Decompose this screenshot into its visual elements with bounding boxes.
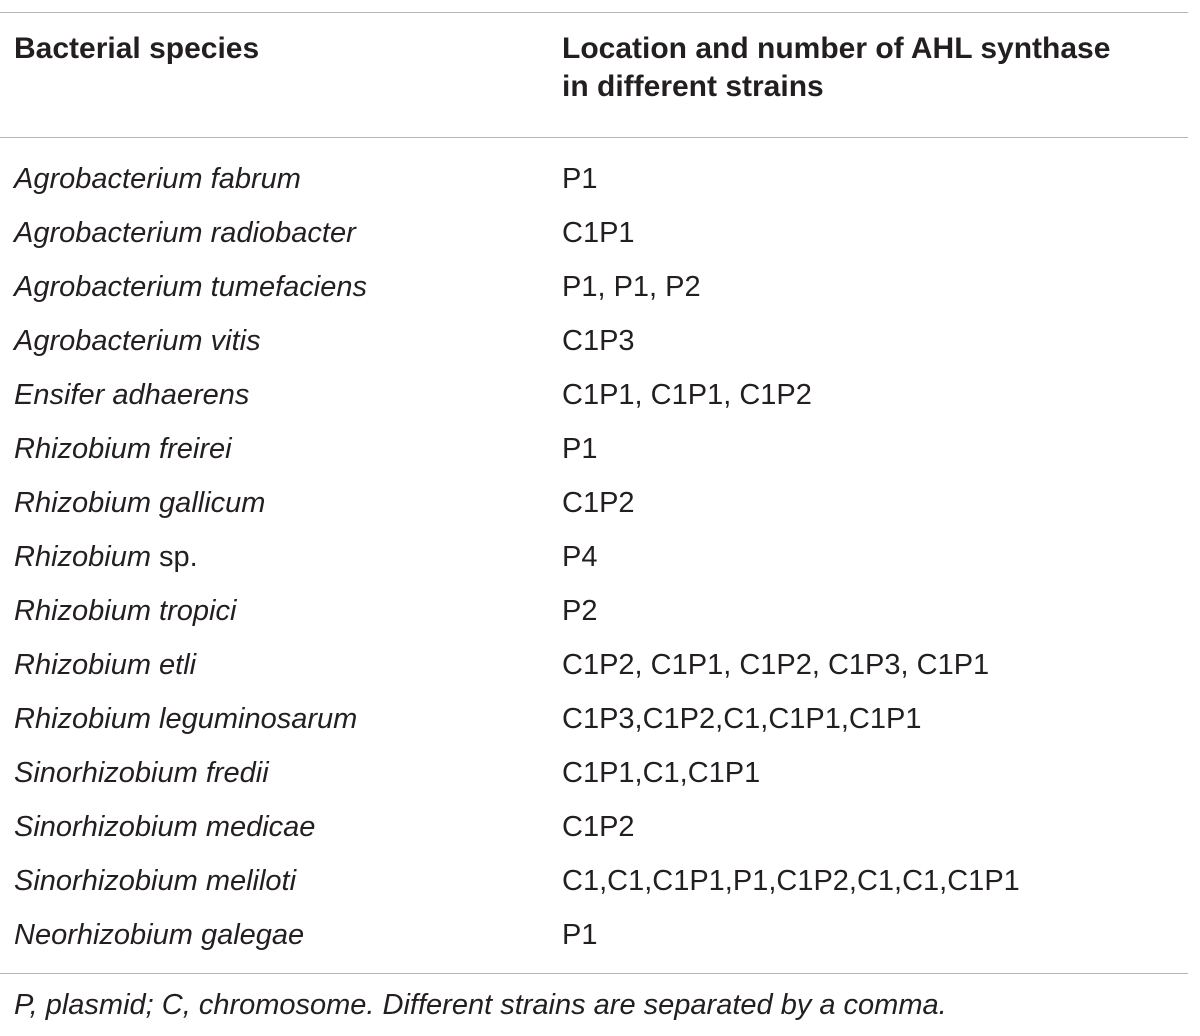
species-name: Agrobacterium tumefaciens [14,271,367,303]
species-cell: Agrobacterium vitis [14,314,261,368]
species-cell: Rhizobium tropici [14,584,236,638]
table-row: Rhizobium freirei P1 [14,422,1194,476]
species-cell: Neorhizobium galegae [14,908,304,962]
species-cell: Ensifer adhaerens [14,368,249,422]
species-name: Rhizobium gallicum [14,487,266,519]
table-row: Sinorhizobium medicae C1P2 [14,800,1194,854]
species-name: Rhizobium [14,541,151,573]
location-cell: P1 [562,433,598,465]
table-row: Rhizobium gallicum C1P2 [14,476,1194,530]
species-name: Agrobacterium vitis [14,325,261,357]
table-row: Rhizobium etli C1P2, C1P1, C1P2, C1P3, C… [14,638,1194,692]
table-row: Sinorhizobium meliloti C1,C1,C1P1,P1,C1P… [14,854,1194,908]
location-cell: P1 [562,163,598,195]
header-location: Location and number of AHL synthase in d… [562,30,1192,106]
location-cell: C1P3,C1P2,C1,C1P1,C1P1 [562,703,922,735]
location-cell: C1P2 [562,811,635,843]
location-cell: C1P1, C1P1, C1P2 [562,379,812,411]
species-cell: Agrobacterium tumefaciens [14,260,367,314]
table-row: Rhizobium sp. P4 [14,530,1194,584]
species-cell: Sinorhizobium fredii [14,746,269,800]
species-name: Rhizobium leguminosarum [14,703,358,735]
species-name: Sinorhizobium medicae [14,811,316,843]
table-row: Neorhizobium galegae P1 [14,908,1194,962]
header-species: Bacterial species [14,32,260,65]
species-name: Rhizobium etli [14,649,197,681]
species-name: Rhizobium freirei [14,433,232,465]
table-row: Agrobacterium vitis C1P3 [14,314,1194,368]
species-cell: Rhizobium freirei [14,422,232,476]
table-row: Rhizobium tropici P2 [14,584,1194,638]
table-body: Agrobacterium fabrum P1 Agrobacterium ra… [14,152,1194,962]
location-cell: C1,C1,C1P1,P1,C1P2,C1,C1,C1P1 [562,865,1020,897]
species-cell: Sinorhizobium meliloti [14,854,296,908]
table-footnote: P, plasmid; C, chromosome. Different str… [14,989,947,1021]
species-cell: Rhizobium leguminosarum [14,692,357,746]
species-name: Agrobacterium fabrum [14,163,301,195]
location-cell: C1P3 [562,325,635,357]
table-row: Sinorhizobium fredii C1P1,C1,C1P1 [14,746,1194,800]
location-cell: P2 [562,595,598,627]
location-cell: C1P1 [562,217,635,249]
table-row: Ensifer adhaerens C1P1, C1P1, C1P2 [14,368,1194,422]
header-location-line1: Location and number of AHL synthase [562,32,1111,65]
location-cell: C1P1,C1,C1P1 [562,757,761,789]
species-cell: Agrobacterium radiobacter [14,206,356,260]
header-location-line2: in different strains [562,70,824,103]
table-row: Rhizobium leguminosarum C1P3,C1P2,C1,C1P… [14,692,1194,746]
header-rule [0,137,1188,138]
location-cell: P1 [562,919,598,951]
species-name: Ensifer adhaerens [14,379,250,411]
location-cell: P1, P1, P2 [562,271,701,303]
location-cell: C1P2, C1P1, C1P2, C1P3, C1P1 [562,649,990,681]
species-cell: Agrobacterium fabrum [14,152,301,206]
species-name: Sinorhizobium fredii [14,757,269,789]
species-suffix: sp. [151,541,198,573]
species-name: Sinorhizobium meliloti [14,865,297,897]
species-cell: Rhizobium sp. [14,530,198,584]
species-cell: Rhizobium etli [14,638,196,692]
species-name: Rhizobium tropici [14,595,237,627]
table-row: Agrobacterium fabrum P1 [14,152,1194,206]
table-row: Agrobacterium radiobacter C1P1 [14,206,1194,260]
table-row: Agrobacterium tumefaciens P1, P1, P2 [14,260,1194,314]
species-name: Neorhizobium galegae [14,919,305,951]
bottom-rule [0,973,1188,974]
species-cell: Rhizobium gallicum [14,476,265,530]
top-rule [0,12,1188,13]
location-cell: C1P2 [562,487,635,519]
species-cell: Sinorhizobium medicae [14,800,315,854]
species-name: Agrobacterium radiobacter [14,217,356,249]
location-cell: P4 [562,541,598,573]
